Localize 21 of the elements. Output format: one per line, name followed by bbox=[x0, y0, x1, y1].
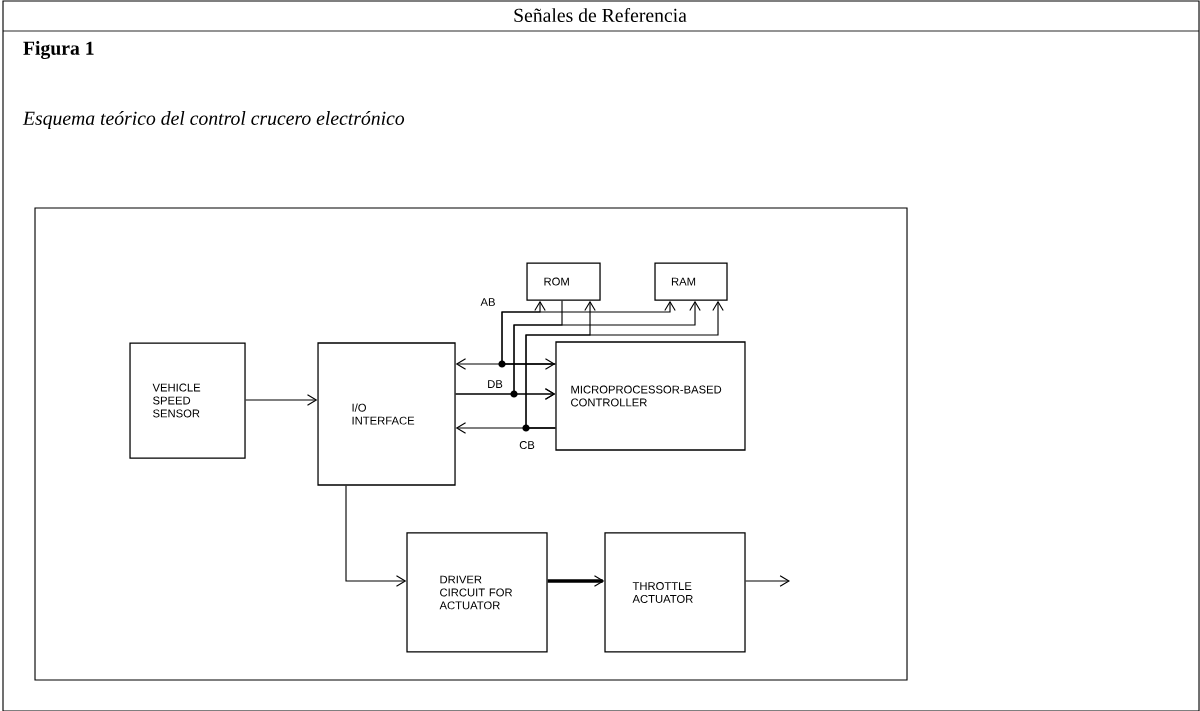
arrow bbox=[345, 485, 407, 587]
bus-label: AB bbox=[479, 296, 497, 308]
arrow bbox=[745, 575, 790, 587]
arrow bbox=[455, 358, 556, 370]
figure-caption: Esquema teórico del control crucero electrónico bbox=[22, 111, 405, 129]
arrow bbox=[501, 300, 676, 365]
arrow bbox=[245, 394, 318, 406]
block-box: THROTTLE ACTUATOR bbox=[604, 532, 746, 653]
block-box: ROM bbox=[526, 262, 601, 301]
block-box: DRIVER CIRCUIT FOR ACTUATOR bbox=[406, 532, 548, 653]
arrow bbox=[525, 300, 724, 429]
arrow bbox=[547, 575, 605, 587]
block-box: VEHICLE SPEED SENSOR bbox=[129, 342, 246, 459]
figure-title: Figura 1 bbox=[23, 41, 94, 59]
arrow bbox=[455, 300, 701, 395]
table-header: Señales de Referencia bbox=[514, 7, 687, 23]
block-box: I/O INTERFACE bbox=[317, 342, 456, 486]
bus-label: DB bbox=[485, 378, 505, 390]
block-box: RAM bbox=[654, 262, 728, 301]
bus-label: CB bbox=[517, 439, 537, 451]
block-box: MICROPROCESSOR-BASED CONTROLLER bbox=[555, 341, 746, 451]
